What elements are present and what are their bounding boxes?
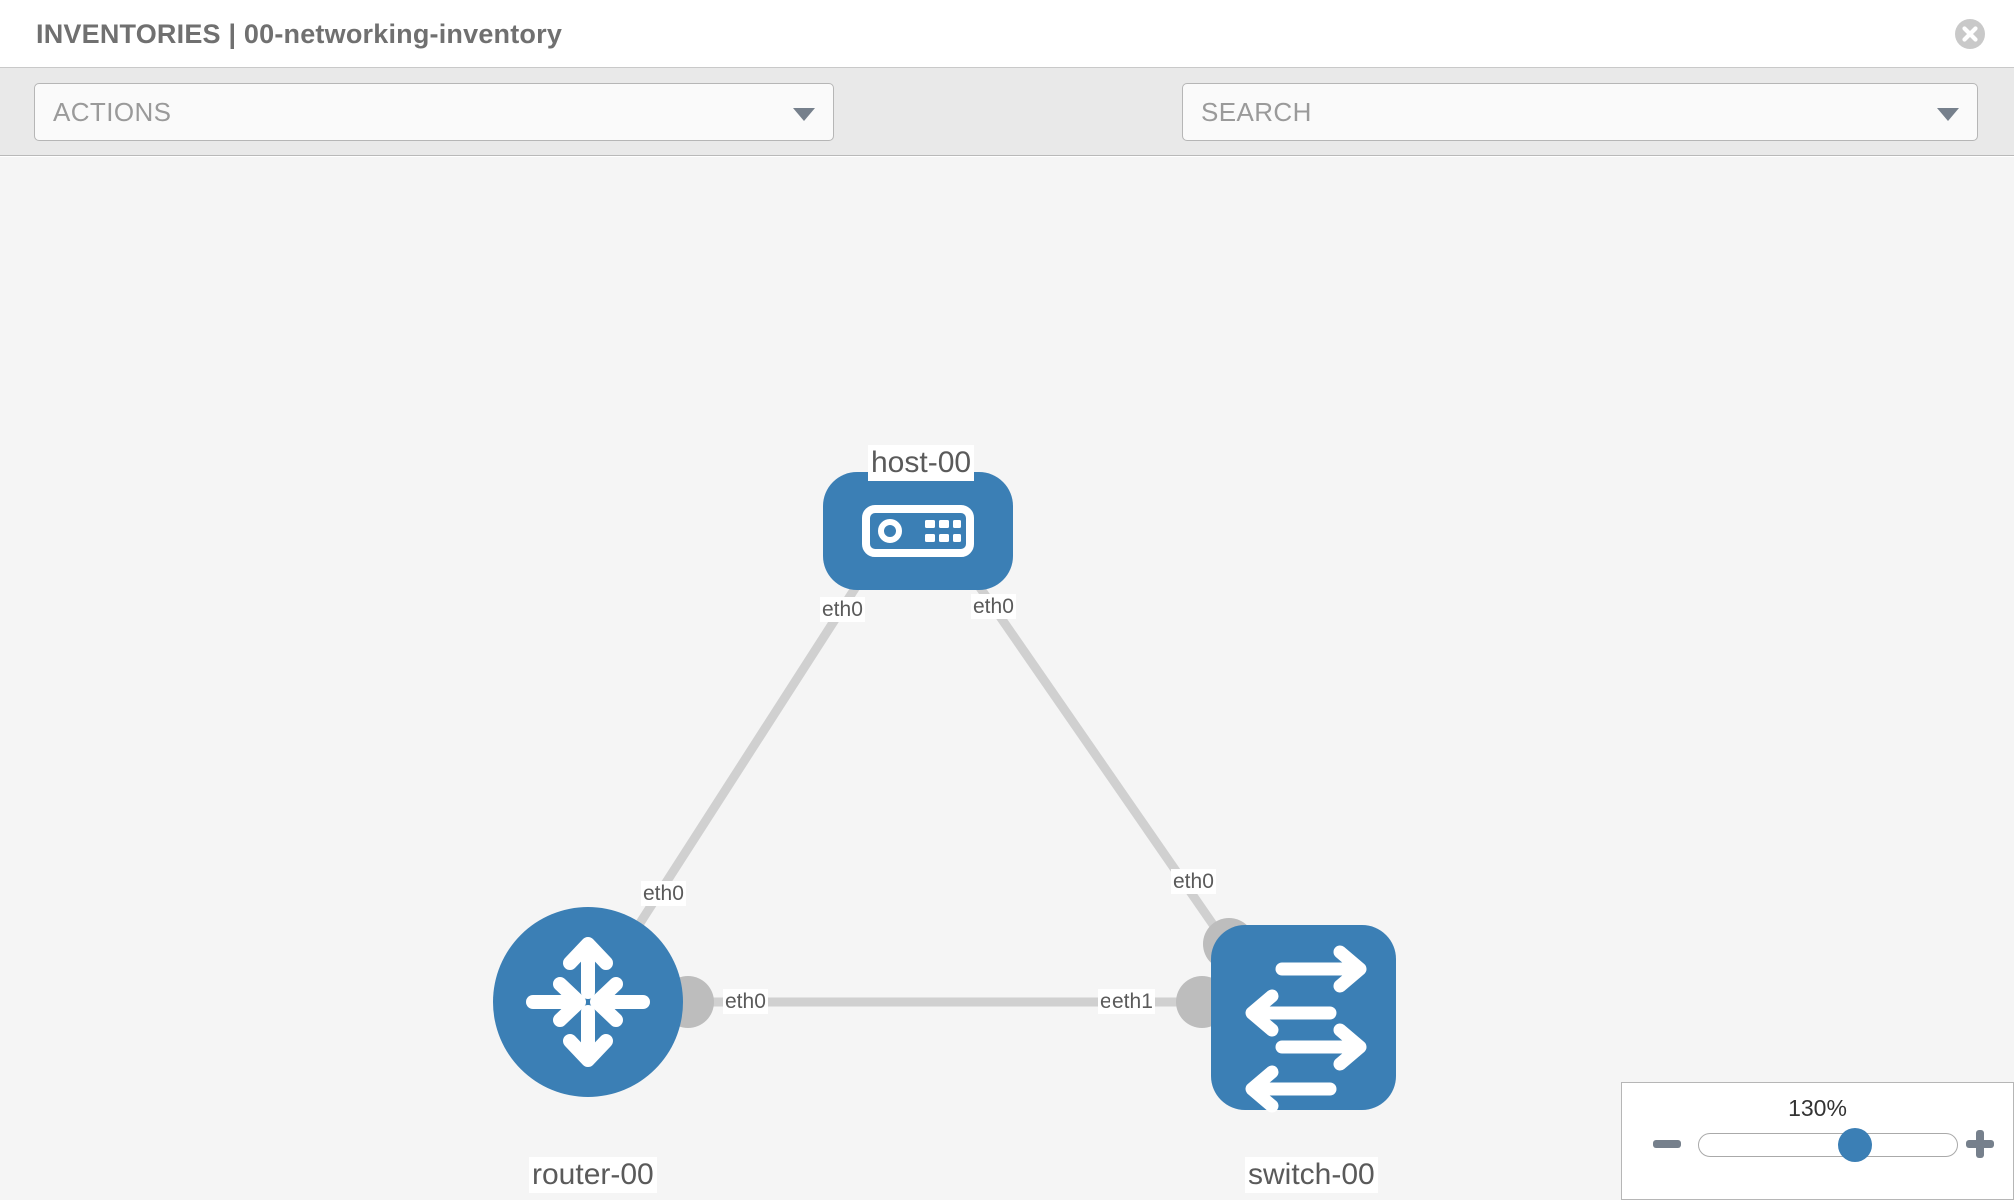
- close-icon[interactable]: [1954, 18, 1986, 50]
- zoom-control-panel: 130%: [1621, 1082, 2014, 1200]
- toolbar: ACTIONS SEARCH: [0, 68, 2014, 192]
- actions-dropdown-label: ACTIONS: [53, 97, 172, 127]
- node-router-00[interactable]: [493, 907, 683, 1097]
- page-title: INVENTORIES | 00-networking-inventory: [36, 19, 563, 49]
- zoom-in-button[interactable]: [1963, 1127, 1997, 1161]
- edge-label-switch-eth1: eth1: [1110, 989, 1155, 1014]
- zoom-out-button[interactable]: [1650, 1127, 1684, 1161]
- topology-graph: [493, 472, 1396, 1113]
- edge-label-router-eth0: eth0: [723, 989, 768, 1014]
- edge-label-switch-eth0-uplink: eth0: [1171, 869, 1216, 894]
- chevron-down-icon: [1937, 108, 1959, 121]
- actions-dropdown[interactable]: ACTIONS: [34, 83, 834, 141]
- edge-label-router-eth0-uplink: eth0: [641, 881, 686, 906]
- search-placeholder: SEARCH: [1201, 97, 1312, 127]
- interface-connectors: [662, 527, 1255, 1028]
- node-label-router-00: router-00: [529, 1157, 657, 1193]
- chevron-down-icon: [793, 108, 815, 121]
- page-header: INVENTORIES | 00-networking-inventory: [0, 0, 2014, 68]
- node-label-switch-00: switch-00: [1245, 1157, 1378, 1193]
- node-label-host-00: host-00: [868, 445, 975, 481]
- zoom-level-label: 130%: [1788, 1095, 1847, 1121]
- topology-canvas[interactable]: eth0 eth0 eth0 eth0 eth0 eth eth1 host-0…: [0, 157, 2014, 1200]
- edge-label-host-eth0-right: eth0: [971, 594, 1016, 619]
- edge-label-host-eth0-left: eth0: [820, 597, 865, 622]
- node-host-00[interactable]: [823, 472, 1013, 590]
- zoom-slider-handle[interactable]: [1838, 1128, 1872, 1162]
- node-switch-00[interactable]: [1211, 925, 1396, 1113]
- search-input[interactable]: SEARCH: [1182, 83, 1978, 141]
- zoom-slider[interactable]: [1698, 1128, 1958, 1162]
